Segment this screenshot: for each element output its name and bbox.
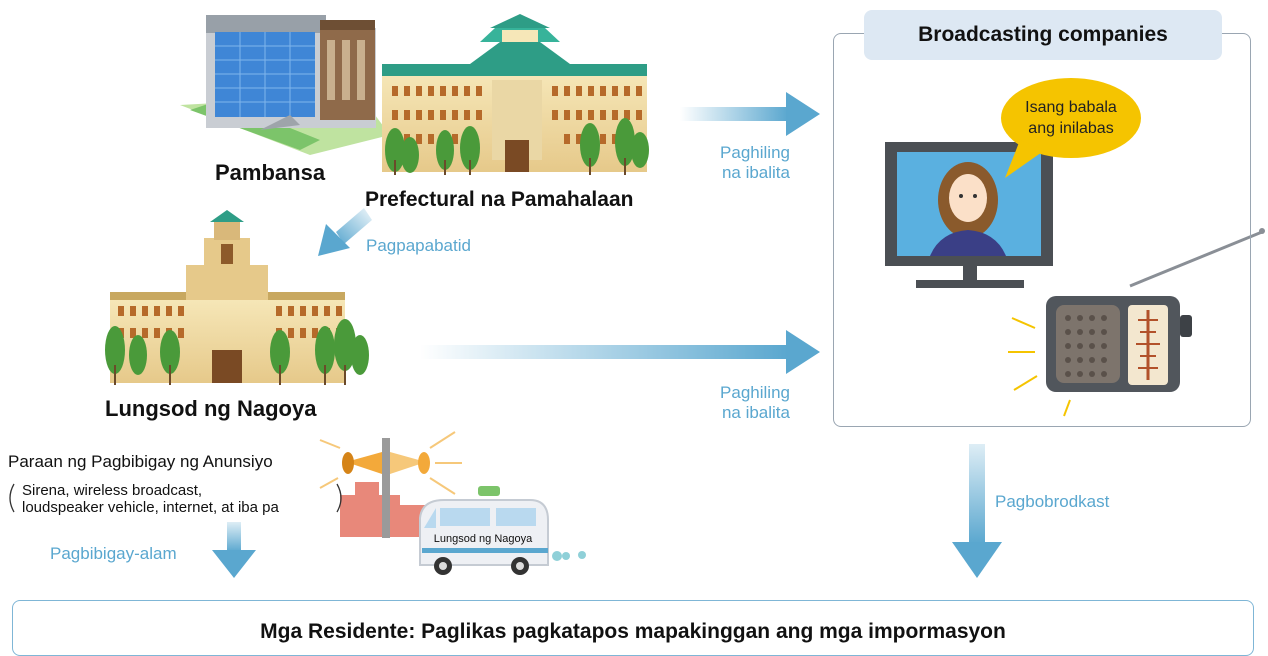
broadcasting-box: [833, 33, 1251, 427]
request-label-top: Paghiling na ibalita: [720, 143, 790, 182]
prefectural-label: Prefectural na Pamahalaan: [365, 188, 634, 211]
broadcast-header-label: Broadcasting companies: [918, 23, 1168, 46]
radio-icon: [1008, 228, 1265, 417]
van-label: Lungsod ng Nagoya: [433, 533, 533, 545]
notify-label: Pagpapabatid: [366, 236, 471, 255]
announce-title: Paraan ng Pagbibigay ng Anunsiyo: [8, 452, 273, 471]
broadcast-label: Pagbobrodkast: [995, 492, 1110, 511]
loudspeaker-van-icon: [419, 486, 586, 575]
city-hall-icon: [105, 210, 369, 385]
prefectural-building-icon: [382, 14, 649, 175]
residents-label: Mga Residente: Paglikas pagkatapos mapak…: [260, 620, 1006, 643]
broadcast-header: Broadcasting companies: [864, 10, 1222, 60]
request-label-mid: Paghiling na ibalita: [720, 383, 790, 422]
arrow-broadcast: [952, 444, 1002, 578]
arrow-request-mid: [420, 330, 820, 374]
speech-bubble-shape: [1001, 78, 1141, 178]
national-label: Pambansa: [215, 160, 326, 185]
arrow-inform: [212, 522, 256, 578]
arrow-request-top: [680, 92, 820, 136]
speech-bubble-text: Isang babala ang inilabas: [1025, 99, 1117, 137]
national-building-icon: [180, 15, 390, 155]
city-label: Lungsod ng Nagoya: [105, 396, 317, 421]
arrow-notify: [318, 208, 372, 256]
announce-methods: Sirena, wireless broadcast, loudspeaker …: [22, 482, 279, 516]
inform-label: Pagbibigay-alam: [50, 544, 177, 563]
